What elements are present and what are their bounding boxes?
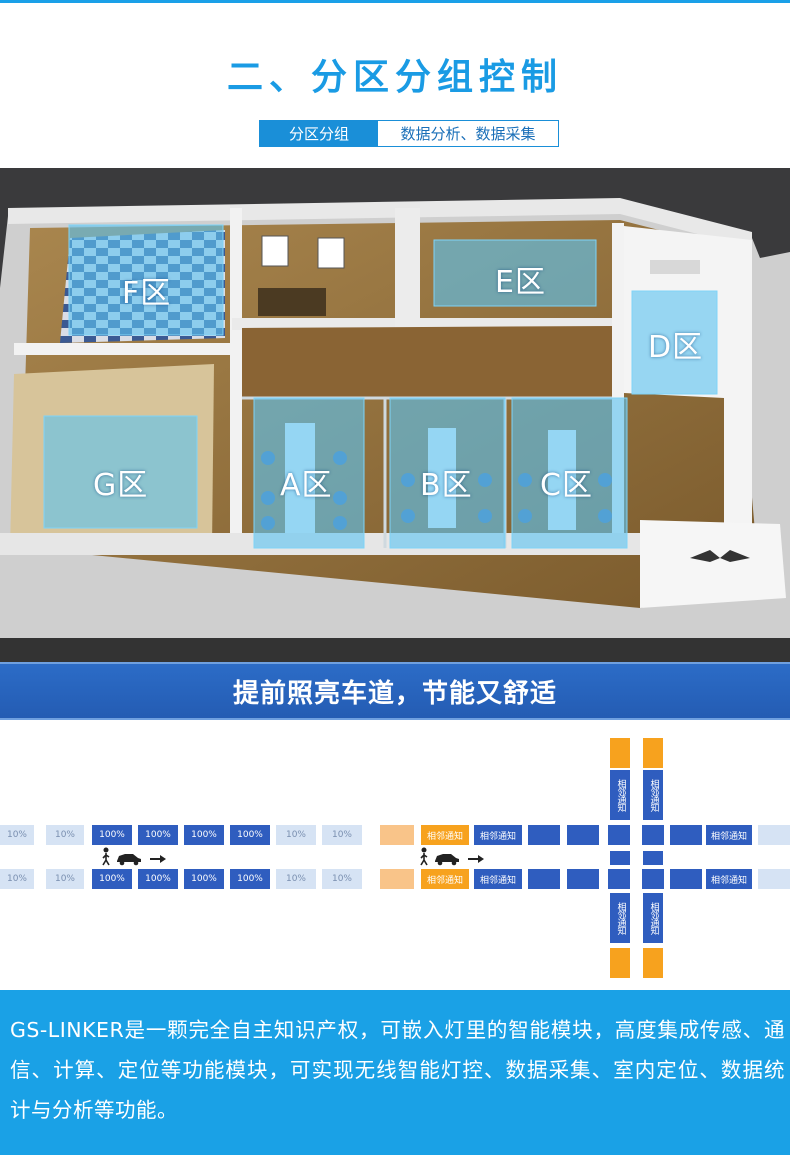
light-cell: 10% [0,825,34,845]
description-text: GS-LINKER是一颗完全自主知识产权，可嵌入灯里的智能模块，高度集成传感、通… [10,1018,785,1122]
light-cell: 100% [230,825,270,845]
light-cell [642,825,664,845]
neighbor-notify-vertical: 相邻通知 [610,893,630,943]
light-cell: 100% [92,869,132,889]
light-cell: 100% [184,825,224,845]
light-cell [567,825,599,845]
light-cell [758,825,790,845]
top-accent-line [0,0,790,3]
light-cell [380,825,414,845]
light-cell [670,869,702,889]
neighbor-notify-vertical: 相邻通知 [643,770,663,820]
zone-label-c[interactable]: C区 [540,468,593,503]
office-floor-plan: F区 E区 D区 G区 A区 B区 C区 [0,168,790,662]
light-cell [643,948,663,978]
light-cell [528,869,560,889]
light-cell: 100% [184,869,224,889]
tab-zone-group[interactable]: 分区分组 [260,121,378,146]
neighbor-notify-cell: 相邻通知 [421,869,469,889]
person-icon [102,847,110,866]
light-cell [567,869,599,889]
light-cell [643,851,663,865]
car-icon [435,854,459,866]
light-cell [642,869,664,889]
light-cell [608,825,630,845]
neighbor-notify-vertical: 相邻通知 [643,893,663,943]
zone-label-g[interactable]: G区 [93,468,149,503]
person-car-arrow-icons-right [420,847,484,866]
light-cell: 10% [46,869,84,889]
neighbor-notify-cell: 相邻通知 [474,825,522,845]
product-description: GS-LINKER是一颗完全自主知识产权，可嵌入灯里的智能模块，高度集成传感、通… [0,990,790,1155]
zone-label-b[interactable]: B区 [420,468,473,503]
lighting-diagram: 10% 10% 100% 100% 100% 100% 10% 10% 10% … [0,728,790,990]
neighbor-notify-vertical: 相邻通知 [610,770,630,820]
neighbor-notify-cell: 相邻通知 [706,825,752,845]
light-cell [610,948,630,978]
light-cell: 10% [0,869,34,889]
light-cell: 100% [92,825,132,845]
person-icon [420,847,428,866]
banner-title: 提前照亮车道，节能又舒适 [232,678,557,709]
light-cell: 10% [322,869,362,889]
zone-label-f[interactable]: F区 [122,276,172,311]
light-cell: 100% [230,869,270,889]
zone-label-e[interactable]: E区 [495,265,546,300]
tab-data-analysis[interactable]: 数据分析、数据采集 [378,121,558,146]
light-cell [380,869,414,889]
zone-label-d[interactable]: D区 [648,330,704,365]
arrow-right-icon [150,855,166,863]
zone-label-a[interactable]: A区 [280,468,333,503]
light-cell [610,851,630,865]
neighbor-notify-cell: 相邻通知 [474,869,522,889]
floor-plan-illustration [0,198,790,662]
feature-banner: 提前照亮车道，节能又舒适 [0,662,790,720]
car-icon [117,854,141,866]
light-cell: 100% [138,825,178,845]
light-cell [670,825,702,845]
light-cell: 10% [46,825,84,845]
light-cell [643,738,663,768]
person-car-arrow-icons [102,847,166,866]
neighbor-notify-cell: 相邻通知 [706,869,752,889]
page-title: 二、分区分组控制 [226,57,563,98]
light-cell [758,869,790,889]
neighbor-notify-cell: 相邻通知 [421,825,469,845]
light-cell: 10% [276,825,316,845]
light-cell: 10% [322,825,362,845]
light-cell: 100% [138,869,178,889]
light-cell: 10% [276,869,316,889]
light-cell [528,825,560,845]
arrow-right-icon [468,855,484,863]
light-cell [608,869,630,889]
section-tabs: 分区分组 数据分析、数据采集 [259,120,559,147]
light-cell [610,738,630,768]
